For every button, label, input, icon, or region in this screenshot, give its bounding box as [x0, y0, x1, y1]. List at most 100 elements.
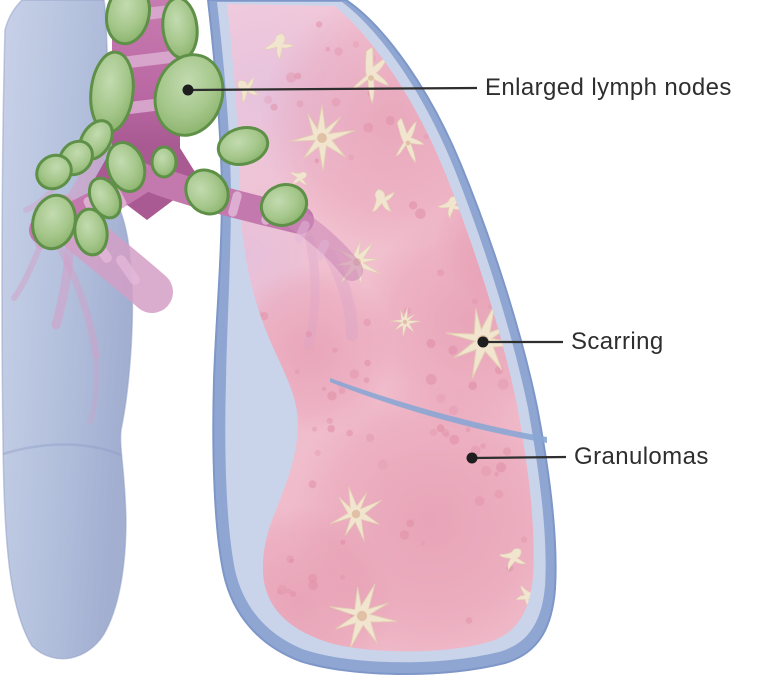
- granuloma-dot: [340, 539, 346, 545]
- granuloma-dot: [295, 369, 300, 375]
- granuloma-dot: [503, 447, 512, 456]
- granuloma-dot: [504, 54, 511, 61]
- granuloma-dot: [511, 121, 518, 128]
- granuloma-dot: [444, 432, 450, 439]
- granuloma-dot: [425, 374, 437, 385]
- granuloma-dot: [478, 99, 485, 106]
- granuloma-dot: [436, 28, 442, 34]
- lymph-nodes: [31, 0, 309, 257]
- granuloma-dot: [437, 269, 445, 277]
- lymph-node: [216, 126, 270, 166]
- granuloma-dot: [537, 310, 543, 316]
- granuloma-dot: [364, 359, 371, 367]
- granuloma-dot: [363, 318, 371, 327]
- granuloma-dot: [315, 21, 323, 28]
- lymph-node: [105, 141, 147, 193]
- granuloma-dot: [399, 530, 410, 540]
- granuloma-dot: [277, 584, 288, 596]
- granuloma-dot: [487, 304, 492, 309]
- granuloma-dot: [377, 459, 388, 470]
- bronchus-ring: [116, 255, 140, 285]
- granuloma-dot: [327, 424, 336, 433]
- pointer-dot-scarring: [477, 336, 489, 348]
- granuloma-dot: [363, 377, 370, 384]
- granuloma-dot: [494, 471, 499, 477]
- granuloma-dot: [521, 536, 528, 543]
- granuloma-dot: [406, 519, 415, 528]
- granuloma-dot: [465, 617, 473, 624]
- granuloma-dot: [548, 269, 559, 280]
- granuloma-dot: [423, 133, 429, 140]
- granulomas-dots: [234, 21, 572, 637]
- granuloma-dot: [325, 46, 331, 52]
- granuloma-dot: [408, 201, 418, 210]
- granuloma-dot: [338, 387, 346, 395]
- lobe-fissure: [330, 378, 547, 443]
- granuloma-dot: [264, 95, 273, 105]
- granuloma-dot: [332, 347, 338, 354]
- granuloma-dot: [334, 47, 343, 56]
- granuloma-dot: [290, 591, 297, 598]
- granuloma-dot: [500, 244, 512, 255]
- granuloma-dot: [532, 356, 534, 366]
- granuloma-dot: [346, 429, 354, 437]
- granuloma-dot: [259, 312, 269, 321]
- granuloma-dot: [480, 443, 486, 449]
- granuloma-dot: [314, 158, 320, 164]
- granuloma-dot: [480, 465, 492, 477]
- lymph-node: [150, 145, 178, 179]
- granuloma-dot: [305, 331, 312, 338]
- granuloma-dot: [314, 449, 321, 456]
- granuloma-dot: [331, 97, 341, 107]
- leader-line-granulomas: [471, 455, 567, 460]
- granuloma-dot: [296, 100, 304, 108]
- granuloma-dot: [536, 259, 543, 266]
- left-lung: [1, 0, 134, 660]
- label-scarring: Scarring: [571, 328, 664, 355]
- granuloma-dot: [486, 201, 491, 206]
- granuloma-dot: [465, 427, 471, 432]
- granuloma-dot: [286, 555, 295, 564]
- granuloma-dot: [448, 345, 458, 355]
- granuloma-dot: [289, 558, 294, 564]
- granuloma-dot: [545, 272, 550, 277]
- lymph-node: [35, 153, 73, 191]
- granuloma-dot: [326, 417, 333, 424]
- granuloma-dot: [439, 76, 445, 82]
- lymph-node: [73, 207, 109, 257]
- lymph-node: [105, 0, 151, 46]
- lymph-node: [184, 168, 230, 216]
- granuloma-dot: [436, 393, 446, 404]
- granuloma-dot: [308, 480, 317, 489]
- granuloma-dot: [352, 41, 360, 48]
- pointer-dot-enlarged-lymph-nodes: [182, 84, 194, 96]
- lymph-node: [259, 183, 309, 227]
- granuloma-dot: [429, 429, 437, 436]
- granuloma-dot: [340, 574, 345, 580]
- granuloma-dot: [327, 391, 337, 401]
- granuloma-dot: [494, 489, 504, 499]
- granuloma-dot: [532, 102, 534, 111]
- granuloma-dot: [415, 208, 426, 219]
- granuloma-dot: [504, 276, 514, 286]
- granuloma-dot: [550, 241, 559, 250]
- granuloma-dot: [496, 462, 507, 473]
- granuloma-dot: [468, 381, 478, 391]
- granuloma-dot: [420, 541, 426, 546]
- granuloma-dot: [277, 589, 283, 595]
- granuloma-dot: [308, 580, 318, 591]
- granuloma-dot: [322, 387, 327, 391]
- pointer-dot-granulomas: [466, 452, 478, 464]
- leader-line-enlarged-lymph-nodes: [187, 86, 478, 92]
- granuloma-dot: [311, 426, 318, 432]
- granuloma-dot: [563, 284, 572, 293]
- granuloma-dot: [286, 588, 293, 594]
- granuloma-dot: [426, 339, 436, 348]
- granuloma-dot: [366, 433, 375, 442]
- granuloma-dot: [436, 424, 445, 433]
- granuloma-dot: [474, 496, 485, 506]
- label-enlarged-lymph-nodes: Enlarged lymph nodes: [485, 74, 732, 101]
- granuloma-dot: [497, 378, 509, 390]
